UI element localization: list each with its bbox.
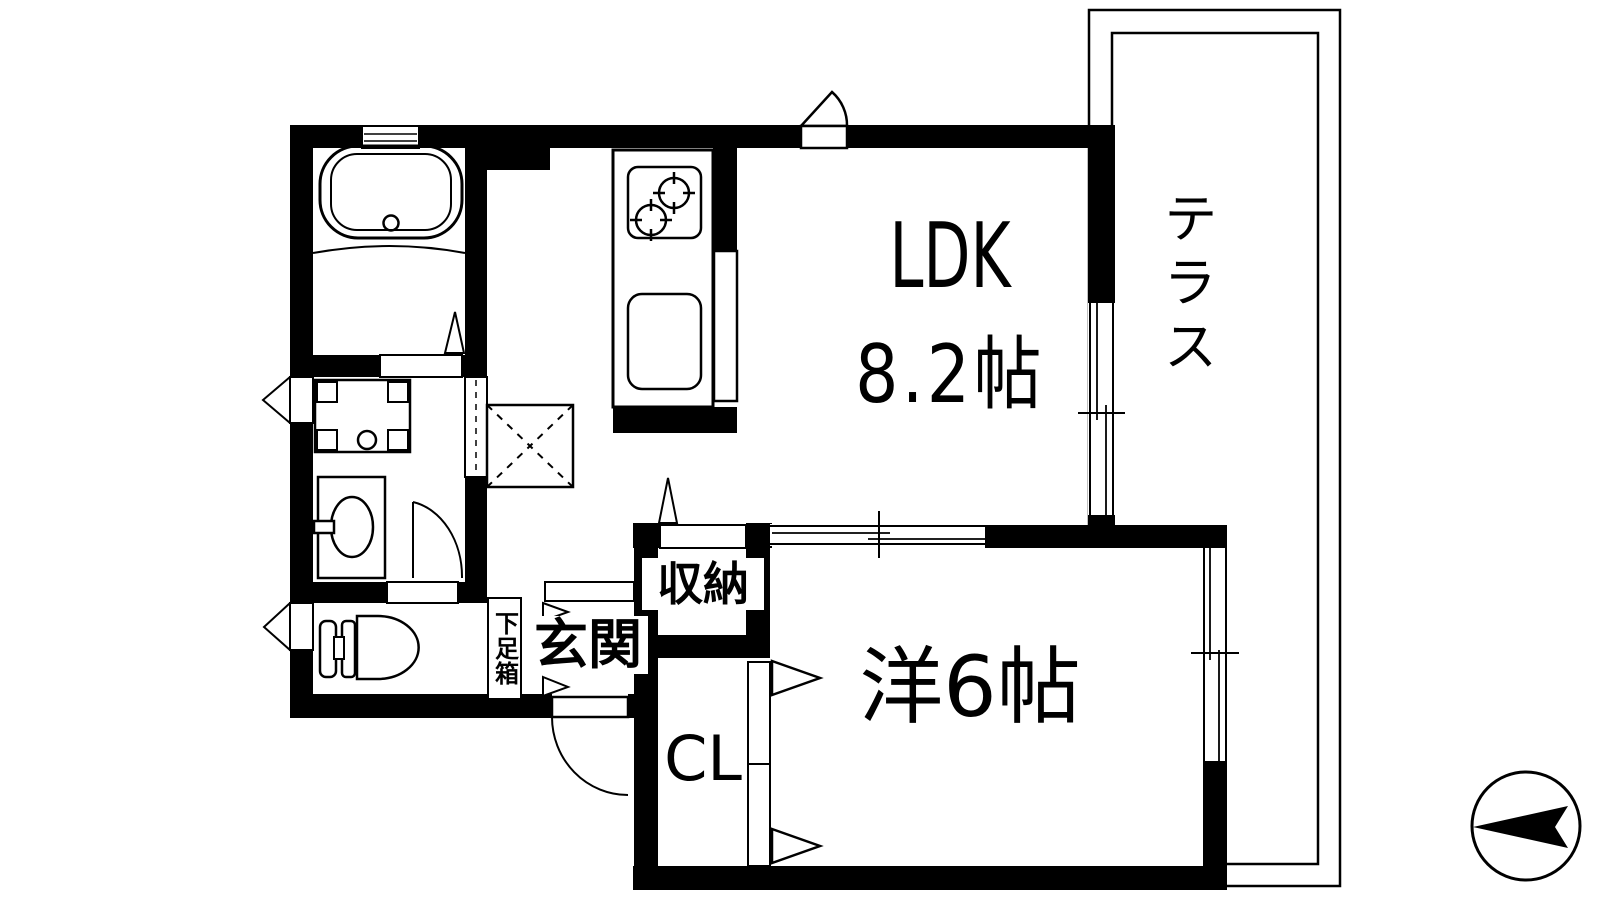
wall-bath-divider-b <box>462 355 487 377</box>
openings <box>261 90 1239 867</box>
wall-south-c <box>985 525 1227 548</box>
entrance-label: 玄関 <box>528 616 648 674</box>
kitchen-sink <box>626 292 703 391</box>
compass-north-arrow <box>1470 770 1582 882</box>
shoe-box-label: 下足箱 <box>490 611 519 686</box>
bathtub <box>312 144 466 254</box>
bath-window <box>361 125 420 149</box>
wall-top <box>290 125 1115 148</box>
washroom-sliding-door <box>464 376 488 478</box>
terrace-label: テラス <box>1154 190 1217 382</box>
wall-storage-bottom <box>635 635 770 658</box>
wall-bath-divider-a <box>313 355 383 377</box>
washroom-door-swing <box>412 501 464 579</box>
toilet-window <box>262 600 314 653</box>
wall-kitchen-right <box>713 148 737 251</box>
kitchen-counter <box>611 148 739 409</box>
entrance-door <box>550 695 630 796</box>
wall-toilet-divider-a <box>313 582 387 603</box>
wall-kitchen-bottom <box>613 407 737 433</box>
wall-bath-right <box>465 148 487 358</box>
toilet-door <box>386 581 459 604</box>
storage-label: 収納 <box>642 558 764 610</box>
entrance-step <box>544 581 635 602</box>
toilet <box>318 614 420 681</box>
washing-machine-pan <box>313 378 412 454</box>
wall-western-bottom <box>633 866 1227 890</box>
shoe-box: 下足箱 <box>487 597 522 700</box>
kitchen-stove <box>626 165 703 241</box>
ldk-label: LDK <box>889 204 1011 309</box>
washbasin <box>312 475 387 580</box>
western-room-label: 洋6帖 <box>859 638 1081 736</box>
wall-ldk-right-upper <box>1088 125 1115 305</box>
ldk-size-label: 8.2帖 <box>855 328 1045 421</box>
ldk-casement-window <box>798 90 849 150</box>
fixtures <box>312 144 1582 882</box>
ldk-western-sliding-partition <box>770 511 987 558</box>
western-terrace-window <box>1191 548 1239 761</box>
ceiling-hatch <box>485 403 575 489</box>
storage-door <box>657 477 747 549</box>
wall-hall-chunk <box>487 148 550 170</box>
ldk-terrace-window <box>1078 303 1125 515</box>
bathroom-door <box>379 311 466 378</box>
closet-label: CL <box>664 722 742 795</box>
washroom-window <box>261 374 314 426</box>
closet-door <box>747 659 824 867</box>
wall-toilet-divider-b <box>458 582 487 603</box>
wall-wash-right <box>465 477 487 583</box>
